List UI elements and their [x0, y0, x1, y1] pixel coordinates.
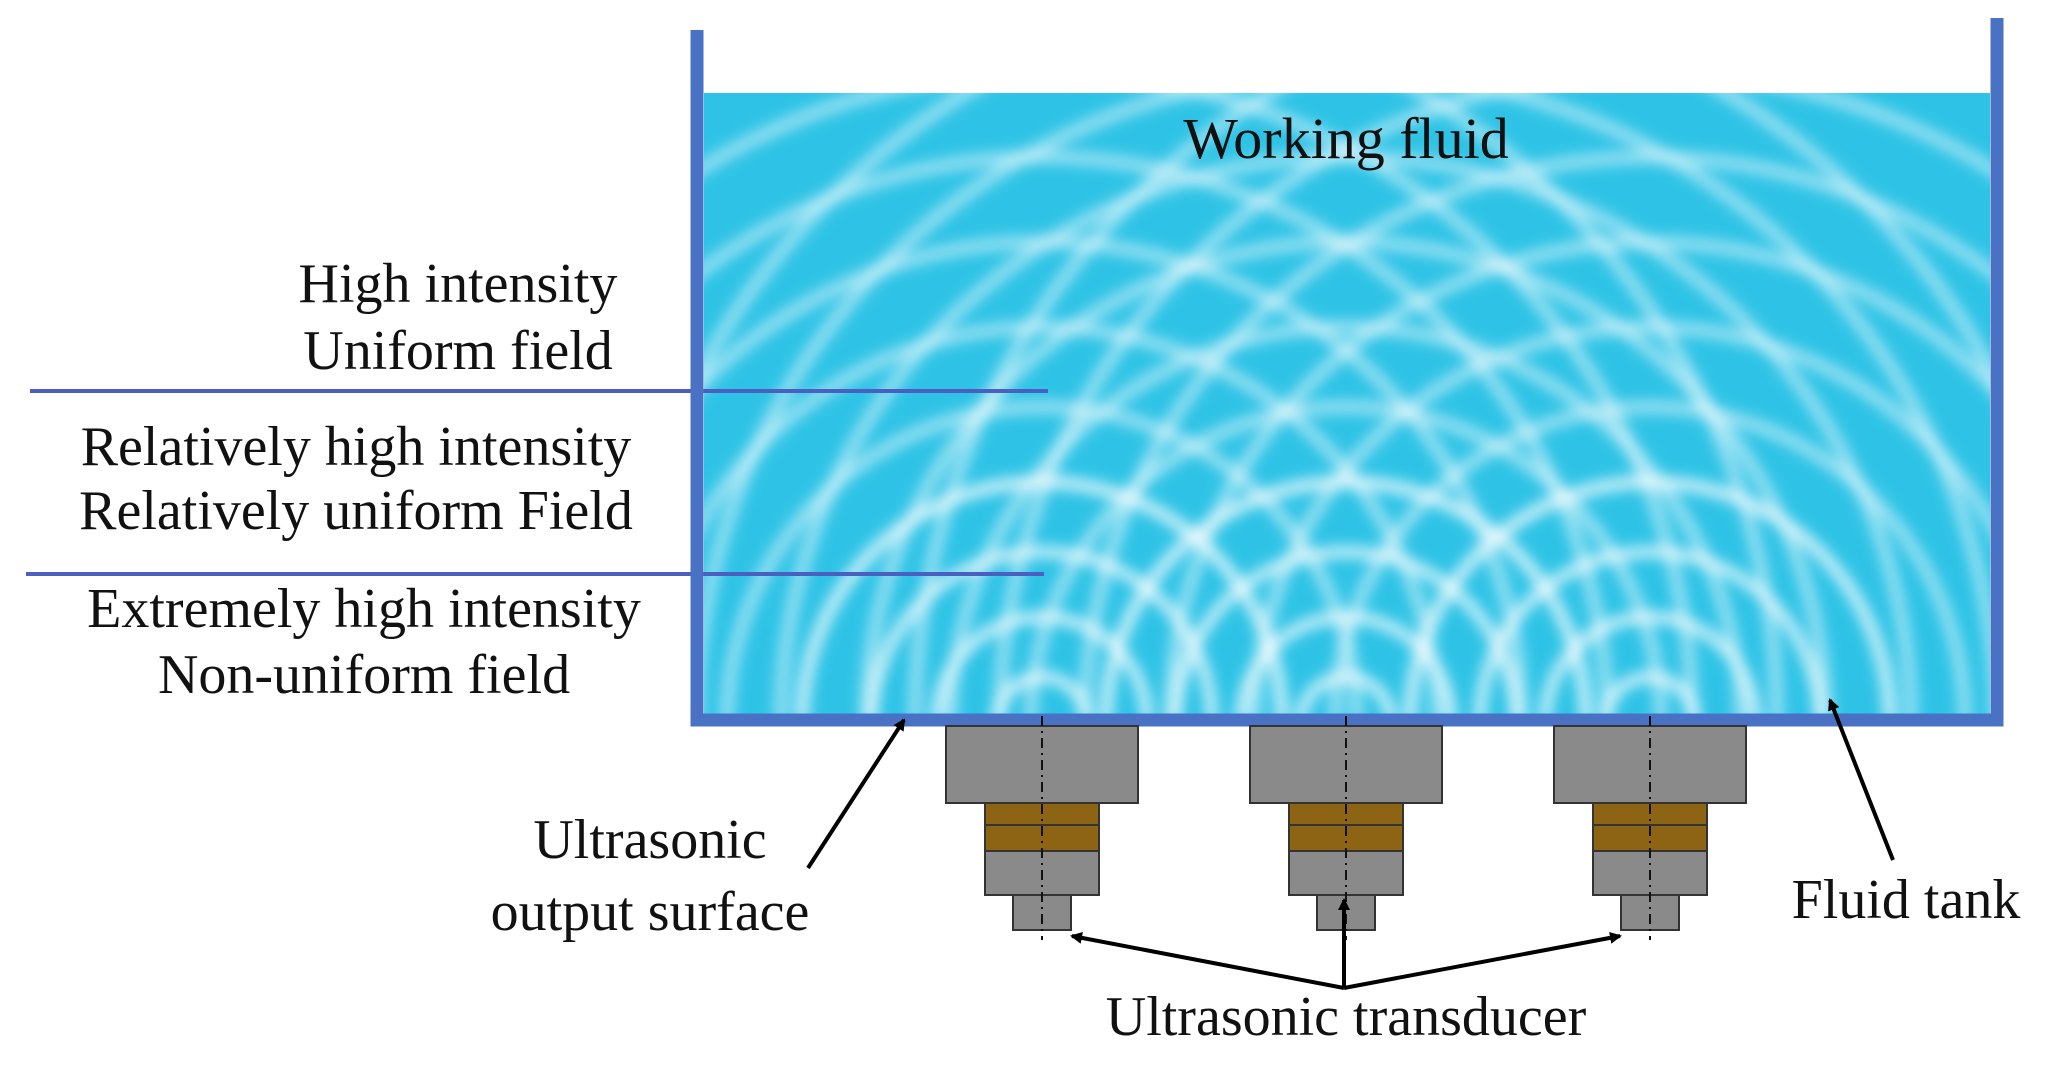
wave-arc: [1539, 611, 1761, 715]
transducer-label: Ultrasonic transducer: [1106, 986, 1587, 1048]
zone-high-line2: Uniform field: [303, 320, 612, 382]
wave-arc: [704, 93, 1990, 715]
wave-arc: [704, 93, 1990, 381]
wave-arc: [1329, 401, 1971, 715]
wave-arc: [1249, 321, 1990, 715]
wave-arc: [994, 93, 1990, 715]
wave-arc: [1164, 236, 1990, 715]
zone-extreme-line1: Extremely high intensity: [87, 578, 641, 640]
wave-arc: [1404, 476, 1896, 715]
wave-arc: [704, 151, 1613, 715]
transducer-part: [1592, 850, 1708, 896]
transducer-arrow-left: [1070, 931, 1345, 990]
ultrasonic-transducer: [1249, 716, 1443, 940]
output-surface-line2: output surface: [491, 881, 810, 943]
wave-arc: [1079, 151, 1990, 715]
wave-arc: [775, 151, 1917, 715]
wave-arc: [1410, 93, 1783, 715]
wave-arc: [1296, 671, 1396, 715]
fluid-tank-arrow: [1828, 698, 1895, 861]
wave-arc: [704, 321, 1443, 715]
transducer-arrow-right: [1343, 931, 1622, 990]
output-surface-line1: Ultrasonic: [533, 809, 766, 871]
wave-arc: [1025, 401, 1667, 715]
ultrasonic-transducer: [1553, 716, 1747, 940]
wave-arc: [1474, 546, 1826, 715]
wave-arc: [1100, 476, 1592, 715]
wave-arc: [909, 93, 1282, 715]
output-surface-arrow: [806, 718, 906, 870]
working-fluid-label: Working fluid: [1183, 106, 1509, 171]
wave-arc: [1600, 671, 1700, 715]
zone-relative-line2: Relatively uniform Field: [79, 480, 633, 542]
zone-extreme-line2: Non-uniform field: [158, 644, 570, 706]
zone-relative-line1: Relatively high intensity: [81, 416, 632, 478]
ultrasonic-transducer: [945, 716, 1139, 940]
zone-high-line1: High intensity: [299, 253, 618, 315]
transducer-group: [945, 716, 1747, 940]
fluid-tank-label: Fluid tank: [1792, 869, 2021, 931]
wave-arc: [945, 321, 1747, 715]
ultrasonic-wave-pattern: [704, 93, 1990, 715]
